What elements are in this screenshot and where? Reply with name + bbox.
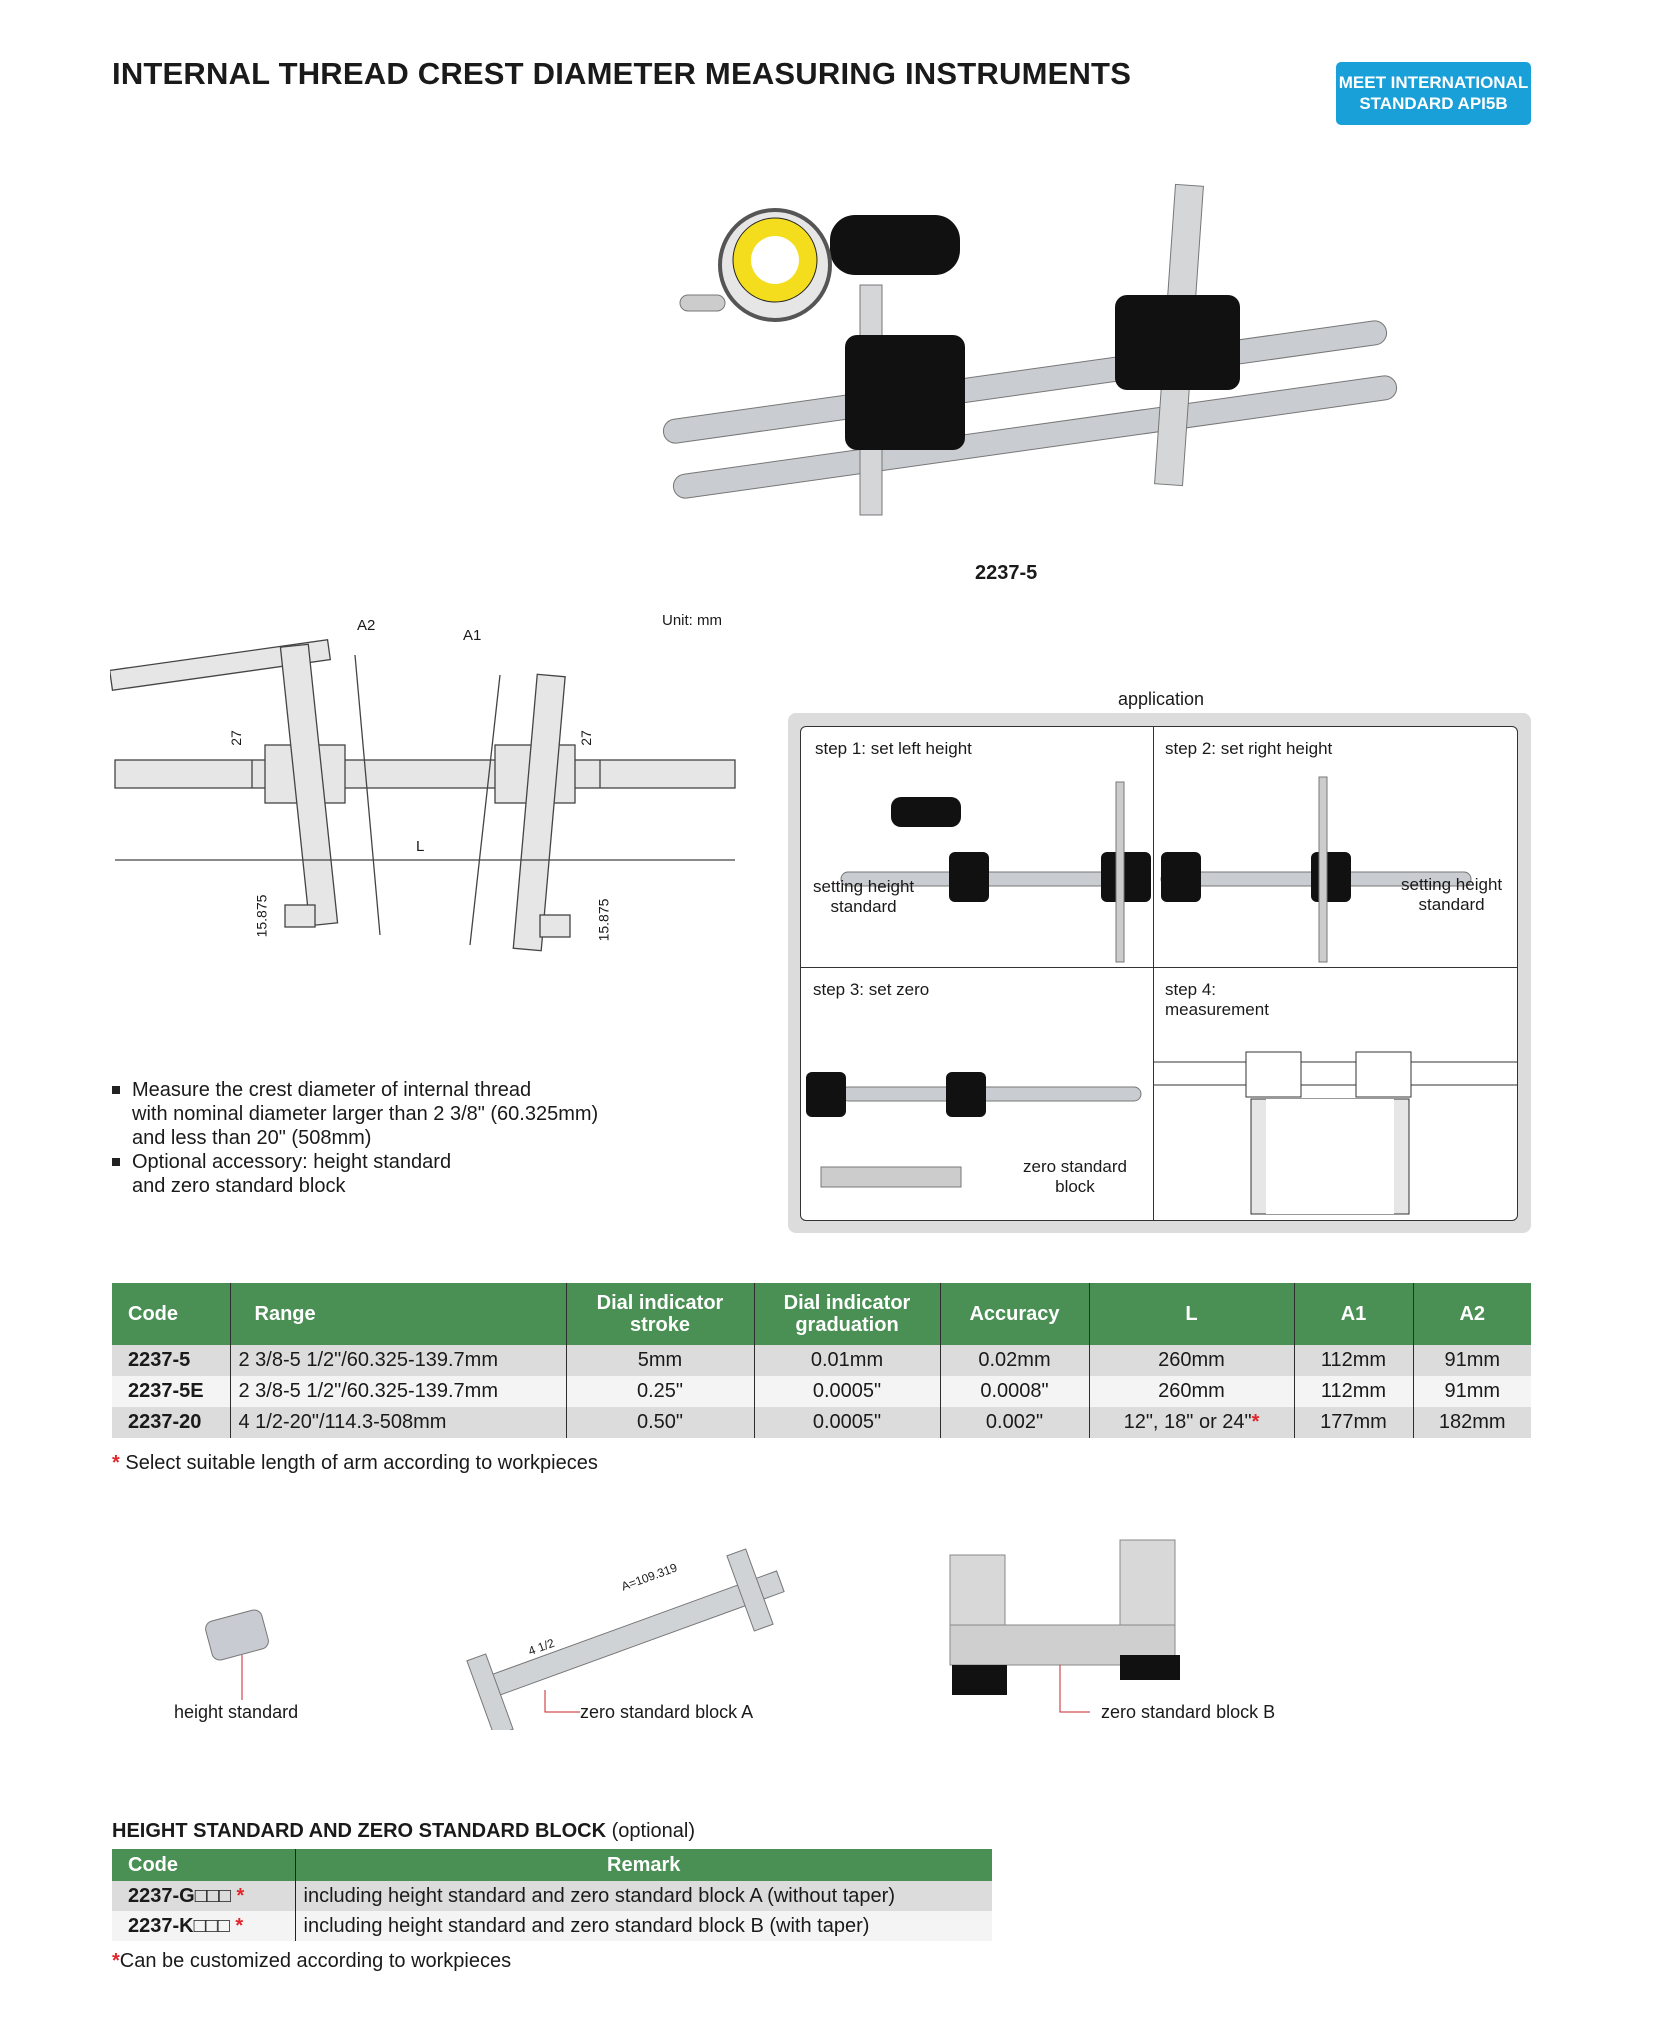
dim-l: L xyxy=(416,838,425,855)
spec-footnote: * Select suitable length of arm accordin… xyxy=(112,1452,598,1474)
step3-title: step 3: set zero xyxy=(813,980,930,999)
step4-title: step 4:measurement xyxy=(1165,980,1269,1019)
table-row: 2237-G□□□ *including height standard and… xyxy=(112,1881,992,1911)
dim-27-right: 27 xyxy=(577,730,594,746)
dim-27-left: 27 xyxy=(227,730,244,746)
dim-15875-right: 15.875 xyxy=(595,898,612,942)
application-title: application xyxy=(1118,689,1205,709)
height-standard-label: height standard xyxy=(174,1702,299,1722)
feature-list: Measure the crest diameter of internal t… xyxy=(112,1078,598,1198)
unit-label: Unit: mm xyxy=(662,612,722,629)
application-illustrations xyxy=(806,776,1517,1215)
block-a-label: zero standard block A xyxy=(580,1702,754,1722)
optional-footnote: *Can be customized according to workpiec… xyxy=(112,1950,512,1972)
dimension-drawing xyxy=(110,639,736,952)
accessory-photos xyxy=(205,1539,1180,1730)
rods xyxy=(662,320,1398,499)
step1-title: step 1: set left height xyxy=(815,739,972,758)
dim-15875-left: 15.875 xyxy=(253,894,270,938)
table-row: 2237-K□□□ *including height standard and… xyxy=(112,1911,992,1941)
product-photo xyxy=(662,183,1398,516)
dim-a1: A1 xyxy=(463,627,482,644)
block-b-label: zero standard block B xyxy=(1101,1702,1276,1722)
badge-line2: STANDARD API5B xyxy=(1359,94,1508,113)
api-standard-badge: MEET INTERNATIONAL STANDARD API5B xyxy=(1336,62,1531,125)
badge-line1: MEET INTERNATIONAL xyxy=(1338,73,1529,92)
step2-title: step 2: set right height xyxy=(1165,739,1333,758)
optional-title: HEIGHT STANDARD AND ZERO STANDARD BLOCK … xyxy=(112,1820,696,1842)
dim-a2: A2 xyxy=(357,617,376,634)
product-code-label: 2237-5 xyxy=(975,562,1038,584)
page-title: INTERNAL THREAD CREST DIAMETER MEASURING… xyxy=(112,56,1132,91)
feature-item: Measure the crest diameter of internal t… xyxy=(112,1078,598,1150)
